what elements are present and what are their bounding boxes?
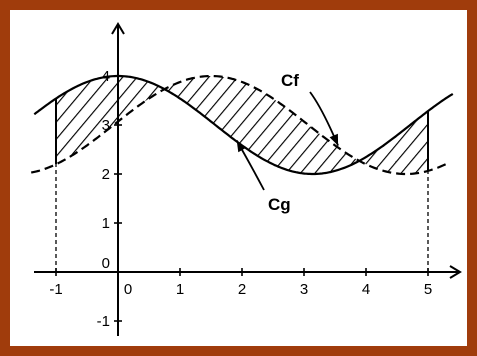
- x-tick-label: 5: [424, 281, 432, 298]
- shaded-region-between-curves: [56, 76, 428, 174]
- y-tick-label: 2: [102, 166, 110, 183]
- cg-pointer-arrowhead: [236, 140, 247, 153]
- curve-cf: [30, 74, 448, 176]
- y-axis: [111, 22, 125, 336]
- x-tick-label: 3: [300, 281, 308, 298]
- x-tick-label: 0: [124, 281, 132, 298]
- inner-border: [11, 11, 466, 345]
- cf-pointer-arrowhead: [329, 133, 339, 146]
- y-tick-label: 0: [102, 255, 110, 272]
- y-tick-label: -1: [97, 313, 110, 330]
- x-axis-arrowhead: [449, 265, 462, 279]
- y-tick-label: 1: [102, 215, 110, 232]
- x-tick-label: 1: [176, 281, 184, 298]
- y-tick-label: 4: [102, 68, 110, 85]
- y-axis-arrowhead: [111, 22, 125, 35]
- label-cg: Cg: [268, 195, 291, 214]
- x-tick-label: -1: [49, 281, 62, 298]
- x-tick-label: 2: [238, 281, 246, 298]
- x-tick-label: 4: [362, 281, 370, 298]
- x-axis: [34, 265, 462, 279]
- y-tick-label: 3: [102, 117, 110, 134]
- label-cf: Cf: [281, 71, 299, 90]
